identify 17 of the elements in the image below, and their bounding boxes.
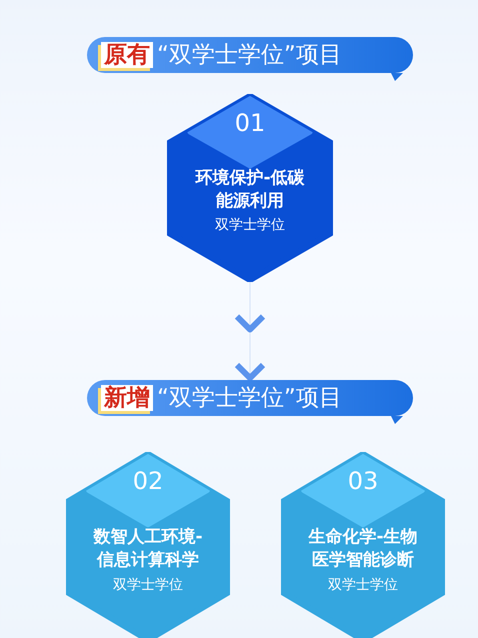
card-subtitle: 双学士学位	[327, 576, 399, 594]
card-subtitle: 双学士学位	[214, 216, 286, 234]
banner-title: 新增“双学士学位”项目	[101, 384, 342, 412]
card-subtitle: 双学士学位	[112, 576, 184, 594]
card-title: 环境保护-低碳能源利用	[194, 167, 306, 214]
chevron-arrow	[234, 280, 266, 380]
banner	[87, 380, 413, 424]
banner	[87, 37, 413, 81]
card-title: 生命化学-生物医学智能诊断	[307, 526, 419, 572]
hexagon-card	[66, 452, 230, 638]
card-title: 数智人工环境-信息计算科学	[92, 526, 204, 572]
hexagon-card	[167, 94, 333, 282]
banner-title: 原有“双学士学位”项目	[101, 41, 342, 69]
hexagon-card	[281, 452, 445, 638]
number-label: 03	[346, 467, 380, 496]
number-label: 01	[234, 109, 266, 138]
number-label: 02	[132, 467, 164, 496]
